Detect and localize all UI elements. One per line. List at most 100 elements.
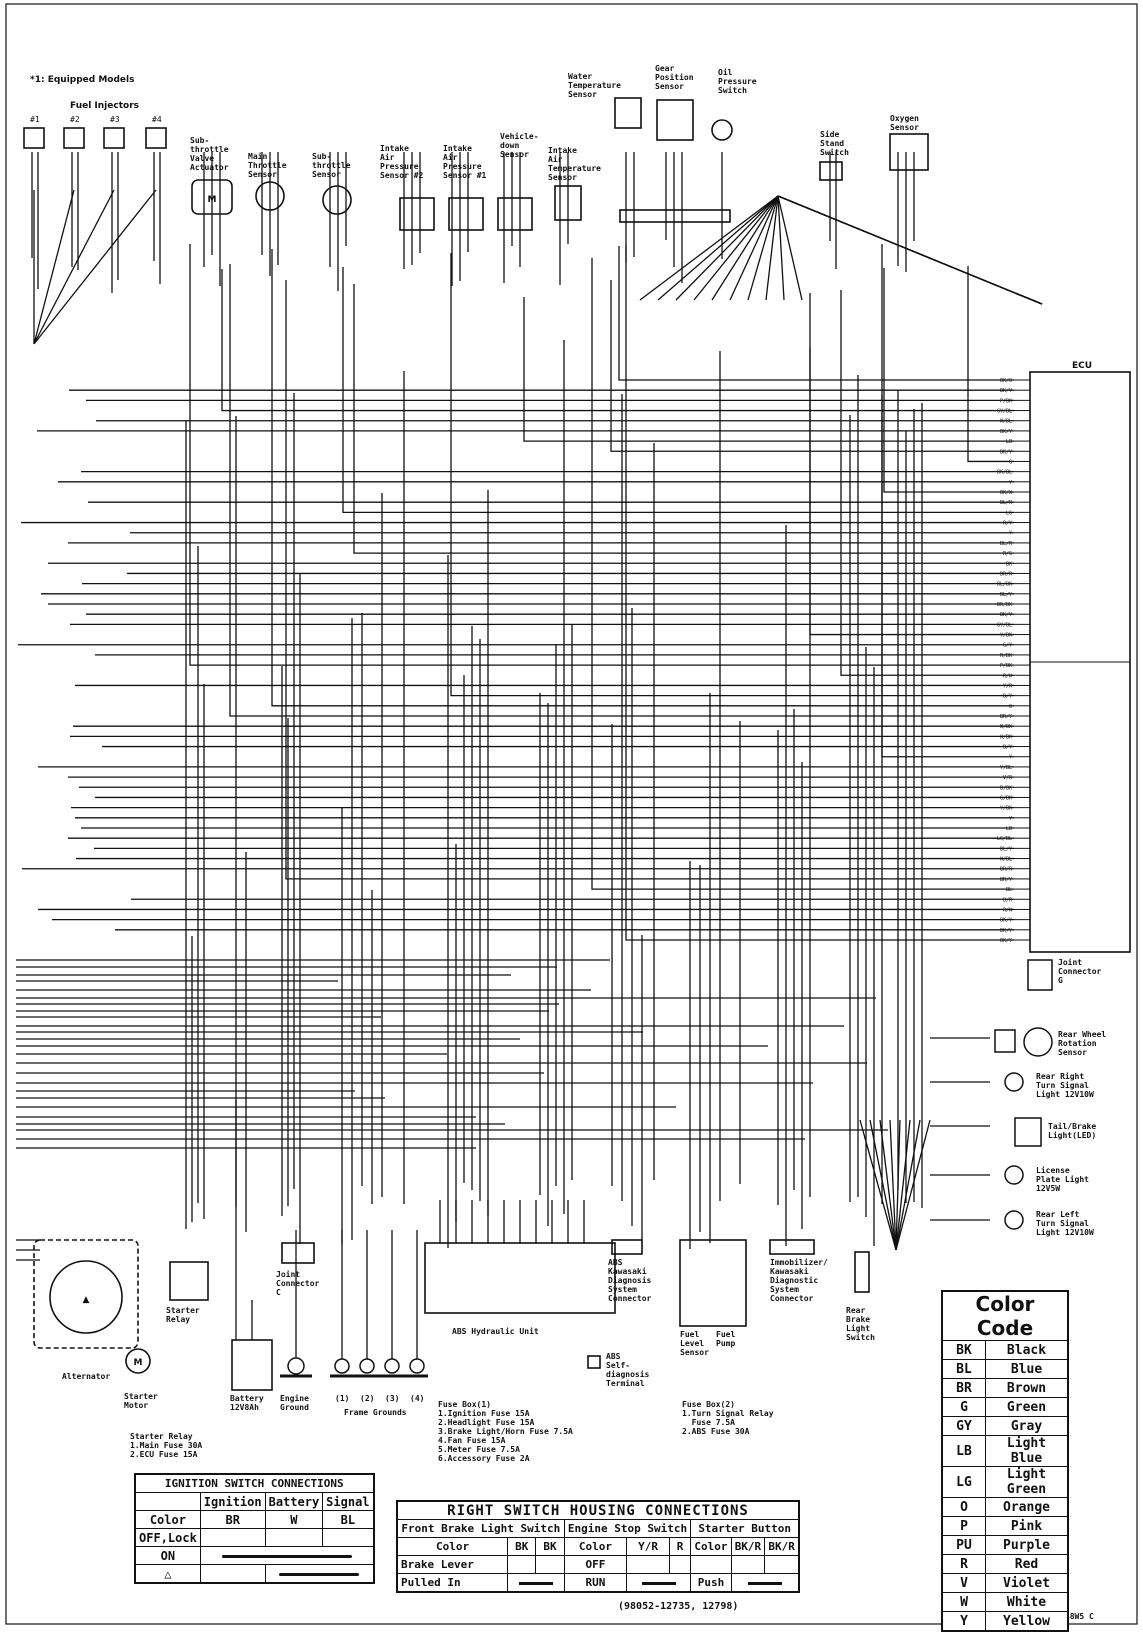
iap-sensor-1-body bbox=[448, 197, 484, 231]
color-code-abbr: W bbox=[941, 1592, 986, 1612]
rear-left-turn-bulb bbox=[1004, 1210, 1024, 1230]
wire bbox=[777, 195, 785, 301]
color-code-name: Violet bbox=[985, 1573, 1069, 1593]
ecu-pin-label: BR/R bbox=[1000, 571, 1013, 577]
side-stand-switch-label: Side Stand Switch bbox=[820, 130, 849, 157]
ecu-pin-label: R/W bbox=[1003, 673, 1013, 679]
wire bbox=[777, 195, 803, 301]
rs-fb-connection bbox=[507, 1573, 565, 1593]
fuel-injector-group: #1 #2 #3 #4 bbox=[23, 115, 167, 149]
iap-sensor-1-label: Intake Air Pressure Sensor #1 bbox=[443, 144, 487, 180]
injector-1-label: #1 bbox=[30, 115, 40, 124]
rs-sb-connection bbox=[730, 1573, 800, 1593]
rs-color-label-1: Color bbox=[396, 1537, 509, 1556]
rs-group-engine-stop: Engine Stop Switch bbox=[563, 1519, 692, 1538]
ecu-pin-label: P/BK bbox=[1000, 398, 1012, 404]
ecu-label: ECU bbox=[1072, 361, 1092, 371]
wire bbox=[777, 195, 1043, 305]
ecu-pin-label: GY/BL bbox=[997, 622, 1012, 628]
main-throttle-sensor-label: Main Throttle Sensor bbox=[248, 152, 287, 179]
ecu-pin-label: BL/R bbox=[1000, 500, 1013, 506]
wire bbox=[235, 1100, 253, 1340]
ecu-pin-label: B/Y bbox=[1003, 694, 1012, 700]
color-code-name: Gray bbox=[985, 1416, 1069, 1436]
ecu-pin-label: W/BL bbox=[1000, 857, 1012, 863]
color-code-name: Green bbox=[985, 1397, 1069, 1417]
ecu-pin-label: BR/Y bbox=[1000, 714, 1012, 720]
ecu-pin-label: Y/R bbox=[1003, 683, 1013, 689]
alternator-symbol: ▲ bbox=[83, 1295, 90, 1305]
rs-sb-color-1: BK/R bbox=[730, 1537, 766, 1556]
ign-header-empty bbox=[134, 1492, 201, 1511]
wire bbox=[16, 1239, 40, 1261]
starter-motor-label: Starter Motor bbox=[124, 1392, 158, 1410]
ecu-pin-label: P/BK bbox=[1000, 663, 1012, 669]
ecu-pin-labels: BK/OBK/YP/BKGY/BLW/BLBK/YLBBK/YGBK/BLYBK… bbox=[997, 378, 1030, 944]
rs-fb-color-2: BK bbox=[535, 1537, 565, 1556]
wire-bundle bbox=[16, 152, 1043, 1359]
starter-motor-body bbox=[125, 1348, 151, 1374]
tail-brake-label: Tail/Brake Light(LED) bbox=[1048, 1122, 1097, 1140]
ign-color-battery: W bbox=[264, 1510, 324, 1529]
color-code-name: Yellow bbox=[985, 1611, 1069, 1632]
vehicle-down-sensor-label: Vehicle- down Sensor bbox=[500, 132, 539, 159]
fuse-box-2-note: Fuse Box(2) 1.Turn Signal Relay Fuse 7.5… bbox=[682, 1400, 774, 1436]
abs-hydraulic-unit-label: ABS Hydraulic Unit bbox=[452, 1327, 539, 1336]
color-code-abbr: BR bbox=[941, 1378, 986, 1398]
sub-throttle-sensor-label: Sub- throttle Sensor bbox=[312, 152, 351, 179]
ecu-pin-label: BK/Y bbox=[1000, 938, 1012, 944]
starter-relay-fuse-note: Starter Relay 1.Main Fuse 30A 2.ECU Fuse… bbox=[130, 1432, 203, 1459]
immobilizer-connector-body bbox=[769, 1239, 815, 1255]
rs-group-starter: Starter Button bbox=[690, 1519, 800, 1538]
wire bbox=[618, 246, 1014, 381]
wire bbox=[895, 1119, 921, 1251]
ecu-pin-label: LG/BL bbox=[997, 836, 1012, 842]
side-stand-switch-body bbox=[819, 161, 843, 181]
rs-es-connection bbox=[626, 1573, 692, 1593]
rear-wheel-sensor-connector bbox=[994, 1029, 1016, 1053]
ecu-pin-label: BK/Y bbox=[1000, 388, 1012, 394]
wire bbox=[729, 195, 779, 301]
wire bbox=[967, 266, 1014, 463]
color-code-abbr: Y bbox=[941, 1611, 986, 1632]
fuel-level-sensor-label: Fuel Level Sensor bbox=[680, 1330, 709, 1357]
right-switch-table: RIGHT SWITCH HOUSING CONNECTIONS Front B… bbox=[396, 1500, 800, 1593]
ecu-pin-label: V/R bbox=[1003, 775, 1013, 781]
ecu-pin-label: BK/W bbox=[1000, 490, 1013, 496]
color-code-name: Light Green bbox=[985, 1466, 1069, 1498]
frame-ground-num-2: (2) bbox=[360, 1394, 375, 1403]
ecu-pin-label: Y bbox=[1009, 755, 1012, 761]
water-temp-sensor-body bbox=[614, 97, 642, 129]
ecu-pin-label: BL/R bbox=[1000, 541, 1013, 547]
ecu-pin-label: BR/BK bbox=[997, 602, 1012, 608]
ecu-pin-label: G/BK bbox=[1000, 795, 1012, 801]
frame-ground-num-1: (1) bbox=[335, 1394, 350, 1403]
iat-sensor-body bbox=[554, 185, 582, 221]
ecu-pin-label: Y bbox=[1009, 531, 1012, 537]
rs-sb-color-2: BK/R bbox=[764, 1537, 800, 1556]
color-code-abbr: O bbox=[941, 1497, 986, 1517]
color-code-name: Brown bbox=[985, 1378, 1069, 1398]
wire bbox=[859, 1119, 897, 1251]
abs-self-diag-terminal bbox=[587, 1355, 601, 1369]
wire bbox=[747, 195, 779, 301]
actuator-m-label: M bbox=[208, 195, 217, 205]
color-code-abbr: PU bbox=[941, 1535, 986, 1555]
oxygen-sensor-label: Oxygen Sensor bbox=[890, 114, 919, 132]
ecu-pin-label: B/R bbox=[1003, 897, 1013, 903]
wire bbox=[840, 290, 1014, 676]
tail-brake-light-body bbox=[1014, 1117, 1042, 1147]
wire bbox=[221, 269, 1014, 412]
wire bbox=[33, 189, 157, 345]
ign-warning-connection bbox=[264, 1564, 375, 1584]
iap-sensor-2-body bbox=[399, 197, 435, 231]
wire bbox=[765, 195, 779, 301]
rs-color-label-3: Color bbox=[690, 1537, 732, 1556]
wire bbox=[229, 264, 1014, 717]
